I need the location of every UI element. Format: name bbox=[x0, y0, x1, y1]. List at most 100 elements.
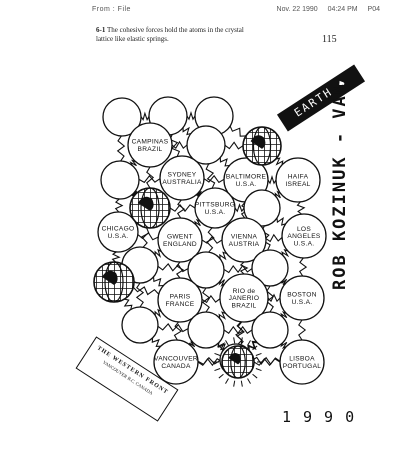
sun-ray bbox=[218, 373, 224, 379]
spring-16 bbox=[203, 174, 225, 184]
atom-14 bbox=[281, 213, 327, 259]
sun-ray bbox=[214, 352, 221, 356]
spring-55 bbox=[218, 311, 227, 320]
spring-53 bbox=[132, 286, 160, 296]
spring-2 bbox=[186, 110, 196, 121]
spring-38 bbox=[239, 261, 249, 275]
figure-caption: 6-1 The cohesive forces hold the atoms i… bbox=[96, 26, 246, 44]
atom-8 bbox=[275, 157, 321, 203]
globe-icon bbox=[93, 261, 135, 303]
globe-icon bbox=[242, 126, 282, 166]
globe-icon bbox=[221, 345, 255, 379]
sun-ray bbox=[233, 337, 236, 344]
spring-18 bbox=[176, 199, 186, 219]
spring-44 bbox=[140, 227, 150, 248]
atom-25 bbox=[279, 339, 325, 385]
caption-number: 6-1 bbox=[96, 26, 106, 34]
fax-from: From : File bbox=[92, 6, 131, 13]
spring-41 bbox=[157, 263, 189, 273]
atom-6 bbox=[159, 155, 205, 201]
spring-1 bbox=[116, 135, 126, 162]
fax-meta: Nov. 22 1990 04:24 PM P04 bbox=[269, 6, 380, 13]
spring-22 bbox=[296, 201, 306, 215]
spring-45 bbox=[223, 264, 253, 274]
spring-57 bbox=[236, 321, 245, 347]
spring-61 bbox=[151, 337, 161, 347]
atom-16 bbox=[187, 251, 225, 289]
spring-70 bbox=[197, 356, 221, 366]
spring-14 bbox=[114, 198, 124, 213]
sun-ray bbox=[247, 378, 251, 384]
spring-7 bbox=[171, 140, 188, 150]
spring-42 bbox=[152, 276, 164, 287]
spring-21 bbox=[274, 190, 281, 199]
sun-ray bbox=[225, 378, 229, 384]
spring-72 bbox=[251, 356, 281, 366]
sun-ray bbox=[252, 345, 258, 351]
atom-24 bbox=[153, 339, 199, 385]
sun-ray bbox=[225, 340, 229, 346]
spring-19 bbox=[267, 174, 277, 185]
spring-36 bbox=[265, 233, 283, 243]
sun-ray bbox=[233, 380, 236, 387]
year-text: 1990 bbox=[282, 408, 367, 426]
spring-25 bbox=[194, 218, 201, 227]
spring-48 bbox=[281, 278, 288, 286]
lattice-atoms bbox=[97, 96, 327, 385]
spring-10 bbox=[219, 157, 230, 167]
spring-71 bbox=[197, 357, 223, 367]
spring-3 bbox=[182, 126, 192, 136]
fax-page: P04 bbox=[367, 6, 380, 13]
spring-34 bbox=[154, 248, 162, 259]
spring-13 bbox=[138, 175, 161, 184]
sun-ray bbox=[214, 368, 221, 372]
atom-18 bbox=[157, 277, 203, 323]
spring-69 bbox=[248, 341, 258, 351]
spring-67 bbox=[280, 341, 288, 350]
atom-17 bbox=[251, 249, 289, 287]
atom-22 bbox=[187, 311, 225, 349]
spring-60 bbox=[157, 323, 189, 333]
spring-51 bbox=[154, 308, 162, 319]
atom-20 bbox=[279, 275, 325, 321]
sun-ray bbox=[255, 368, 262, 372]
spring-0 bbox=[140, 111, 150, 122]
atom-9 bbox=[194, 187, 236, 229]
spring-23 bbox=[275, 157, 284, 166]
sun-ray bbox=[255, 352, 262, 356]
spring-43 bbox=[135, 282, 145, 308]
spring-27 bbox=[169, 203, 196, 213]
atom-10 bbox=[243, 189, 281, 227]
spring-56 bbox=[235, 321, 244, 345]
sun-ray bbox=[218, 345, 224, 351]
spring-connectors bbox=[111, 110, 308, 367]
artist-signature: ROB KOZINUK - VAN bbox=[330, 82, 350, 290]
fax-header: From : File Nov. 22 1990 04:24 PM P04 bbox=[92, 6, 380, 18]
sun-ray bbox=[247, 340, 251, 346]
spring-50 bbox=[201, 294, 221, 304]
atom-12 bbox=[157, 217, 203, 263]
spring-52 bbox=[173, 321, 183, 341]
spring-54 bbox=[267, 293, 281, 303]
atom-23 bbox=[251, 311, 289, 349]
spring-6 bbox=[229, 125, 246, 137]
sun-ray bbox=[240, 380, 243, 387]
spring-9 bbox=[146, 166, 155, 189]
spring-33 bbox=[201, 235, 223, 244]
spring-24 bbox=[234, 203, 245, 213]
atom-5 bbox=[100, 160, 140, 200]
spring-40 bbox=[298, 257, 308, 277]
